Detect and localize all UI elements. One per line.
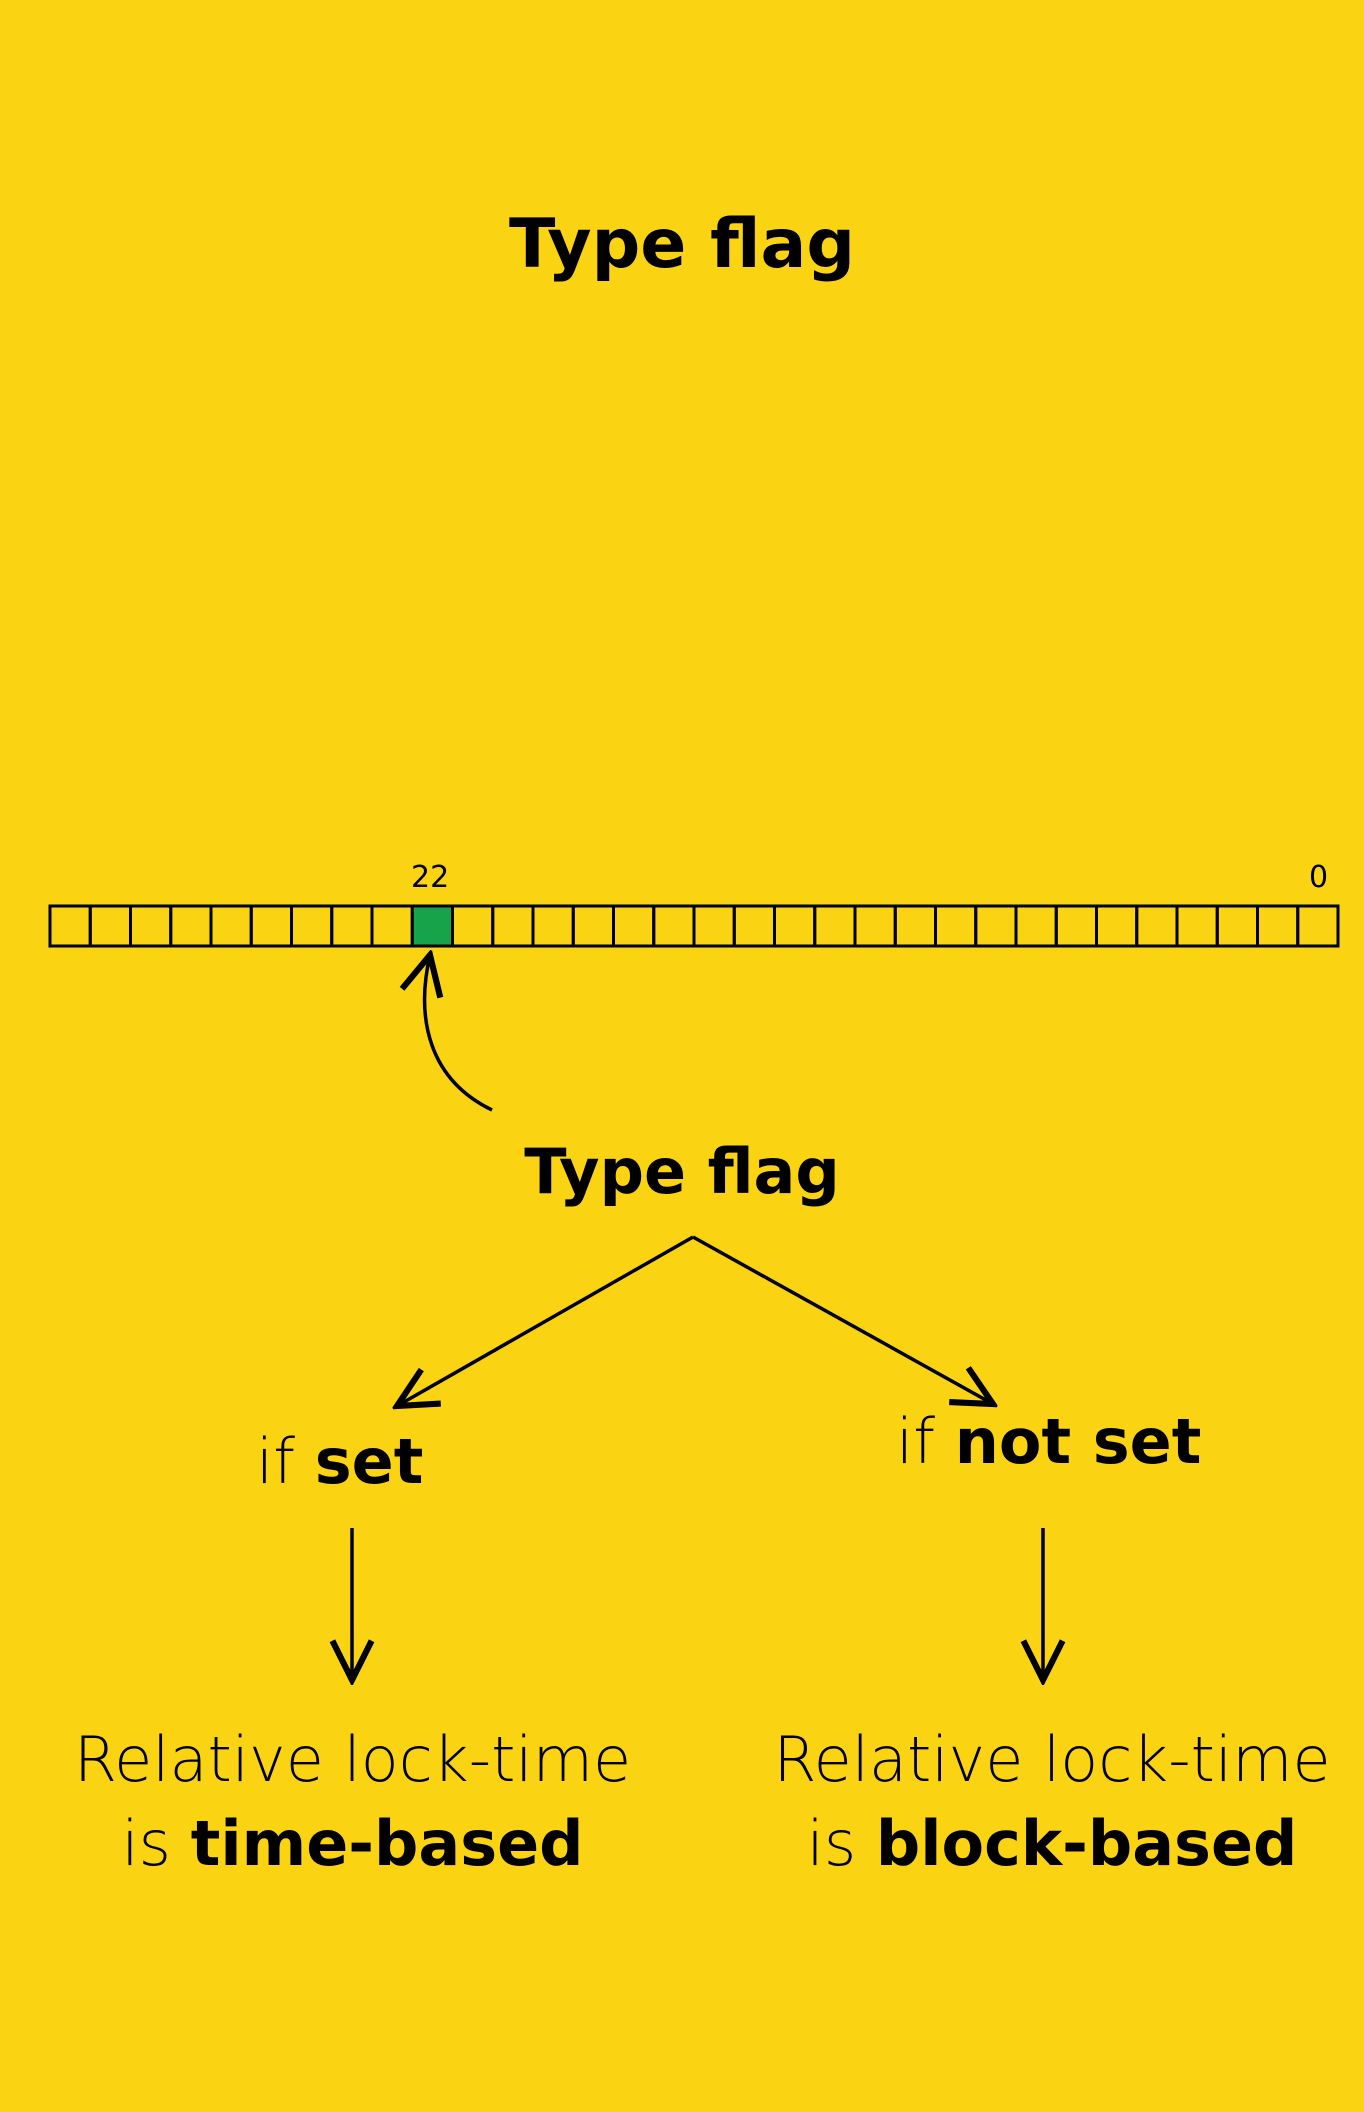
bit-cell	[1135, 904, 1179, 948]
bit-cell	[934, 904, 978, 948]
bit-cell	[48, 904, 92, 948]
bit-cell	[370, 904, 414, 948]
branch-condition: set	[314, 1425, 424, 1498]
bit-cell	[813, 904, 857, 948]
result-prefix: is	[121, 1807, 171, 1880]
branch-arrow-right	[692, 1235, 993, 1404]
page-title: Type flag	[508, 205, 856, 284]
result-block-based: Relative lock-time is block-based	[752, 1718, 1352, 1886]
result-value: block-based	[875, 1807, 1298, 1880]
bit-cell	[491, 904, 535, 948]
bit-cell	[1296, 904, 1340, 948]
bit-cell	[773, 904, 817, 948]
result-line1: Relative lock-time	[773, 1723, 1331, 1796]
bit-cell	[1215, 904, 1259, 948]
bit-cell	[1175, 904, 1219, 948]
bit-cell	[330, 904, 374, 948]
bit-cell	[893, 904, 937, 948]
bit-cell	[571, 904, 615, 948]
branch-arrow-left	[397, 1235, 694, 1406]
bit-label-0: 0	[1309, 860, 1329, 895]
bit-label-22: 22	[411, 860, 450, 895]
branch-prefix: if	[256, 1425, 296, 1498]
result-value: time-based	[190, 1807, 584, 1880]
branch-prefix: if	[896, 1405, 936, 1478]
bit-cell	[531, 904, 575, 948]
branch-if-set: if set	[256, 1425, 423, 1498]
branch-condition: not set	[954, 1405, 1202, 1478]
bit-cell	[129, 904, 173, 948]
bit-cell-highlighted	[410, 904, 454, 948]
bit-cell	[974, 904, 1018, 948]
bit-cell	[1054, 904, 1098, 948]
bit-cell	[88, 904, 132, 948]
bit-cell	[1256, 904, 1300, 948]
bit-cell	[169, 904, 213, 948]
result-line1: Relative lock-time	[73, 1723, 632, 1796]
bit-cell	[1014, 904, 1058, 948]
bit-cell	[853, 904, 897, 948]
bit-cell	[1095, 904, 1139, 948]
result-line2: is time-based	[45, 1802, 660, 1886]
bit-cell	[249, 904, 293, 948]
bit-cell	[612, 904, 656, 948]
bit-cell	[692, 904, 736, 948]
branch-if-not-set: if not set	[896, 1405, 1201, 1478]
bit-cell	[209, 904, 253, 948]
bit-field	[48, 904, 1340, 948]
result-line2: is block-based	[752, 1802, 1352, 1886]
flag-label: Type flag	[524, 1135, 840, 1208]
result-prefix: is	[806, 1807, 857, 1880]
bit-cell	[451, 904, 495, 948]
bit-cell	[732, 904, 776, 948]
bit-cell	[290, 904, 334, 948]
pointer-arrow	[425, 955, 493, 1112]
bit-cell	[652, 904, 696, 948]
result-time-based: Relative lock-time is time-based	[45, 1718, 660, 1886]
